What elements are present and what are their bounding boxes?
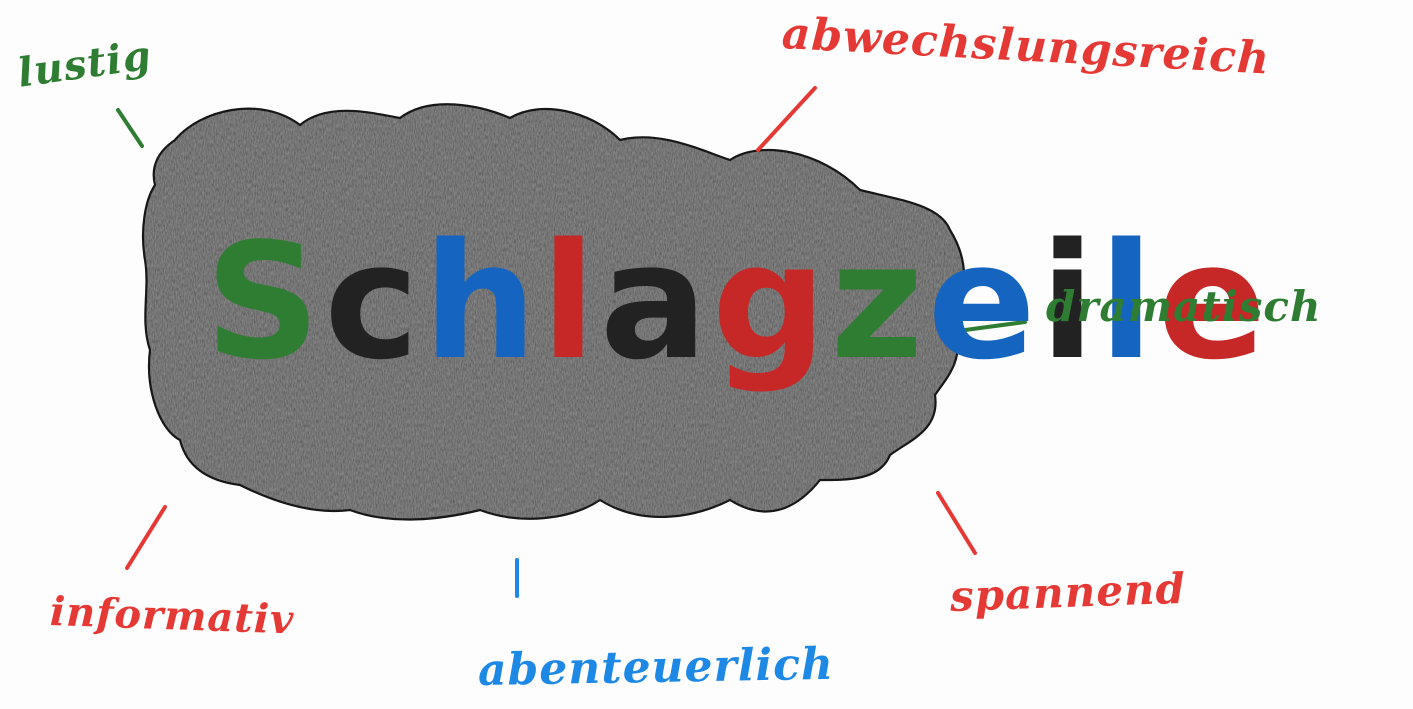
- connector-informativ: [127, 507, 165, 568]
- headline-letter: g: [712, 222, 831, 382]
- headline-letter: z: [830, 222, 927, 382]
- connector-lustig: [118, 110, 142, 146]
- headline-letter: c: [324, 222, 423, 382]
- headline-letter: l: [541, 222, 600, 382]
- word-dramatisch: dramatisch: [1046, 282, 1321, 331]
- word-informativ: informativ: [49, 588, 295, 644]
- connector-abwechslungsreich: [758, 88, 815, 150]
- headline-letter: h: [423, 222, 541, 382]
- word-abenteuerlich: abenteuerlich: [478, 639, 835, 696]
- connector-spannend: [938, 493, 975, 553]
- headline-letter: S: [205, 222, 324, 382]
- headline-letter: a: [600, 222, 712, 382]
- word-spannend: spannend: [949, 564, 1187, 621]
- headline-letter: e: [927, 222, 1040, 382]
